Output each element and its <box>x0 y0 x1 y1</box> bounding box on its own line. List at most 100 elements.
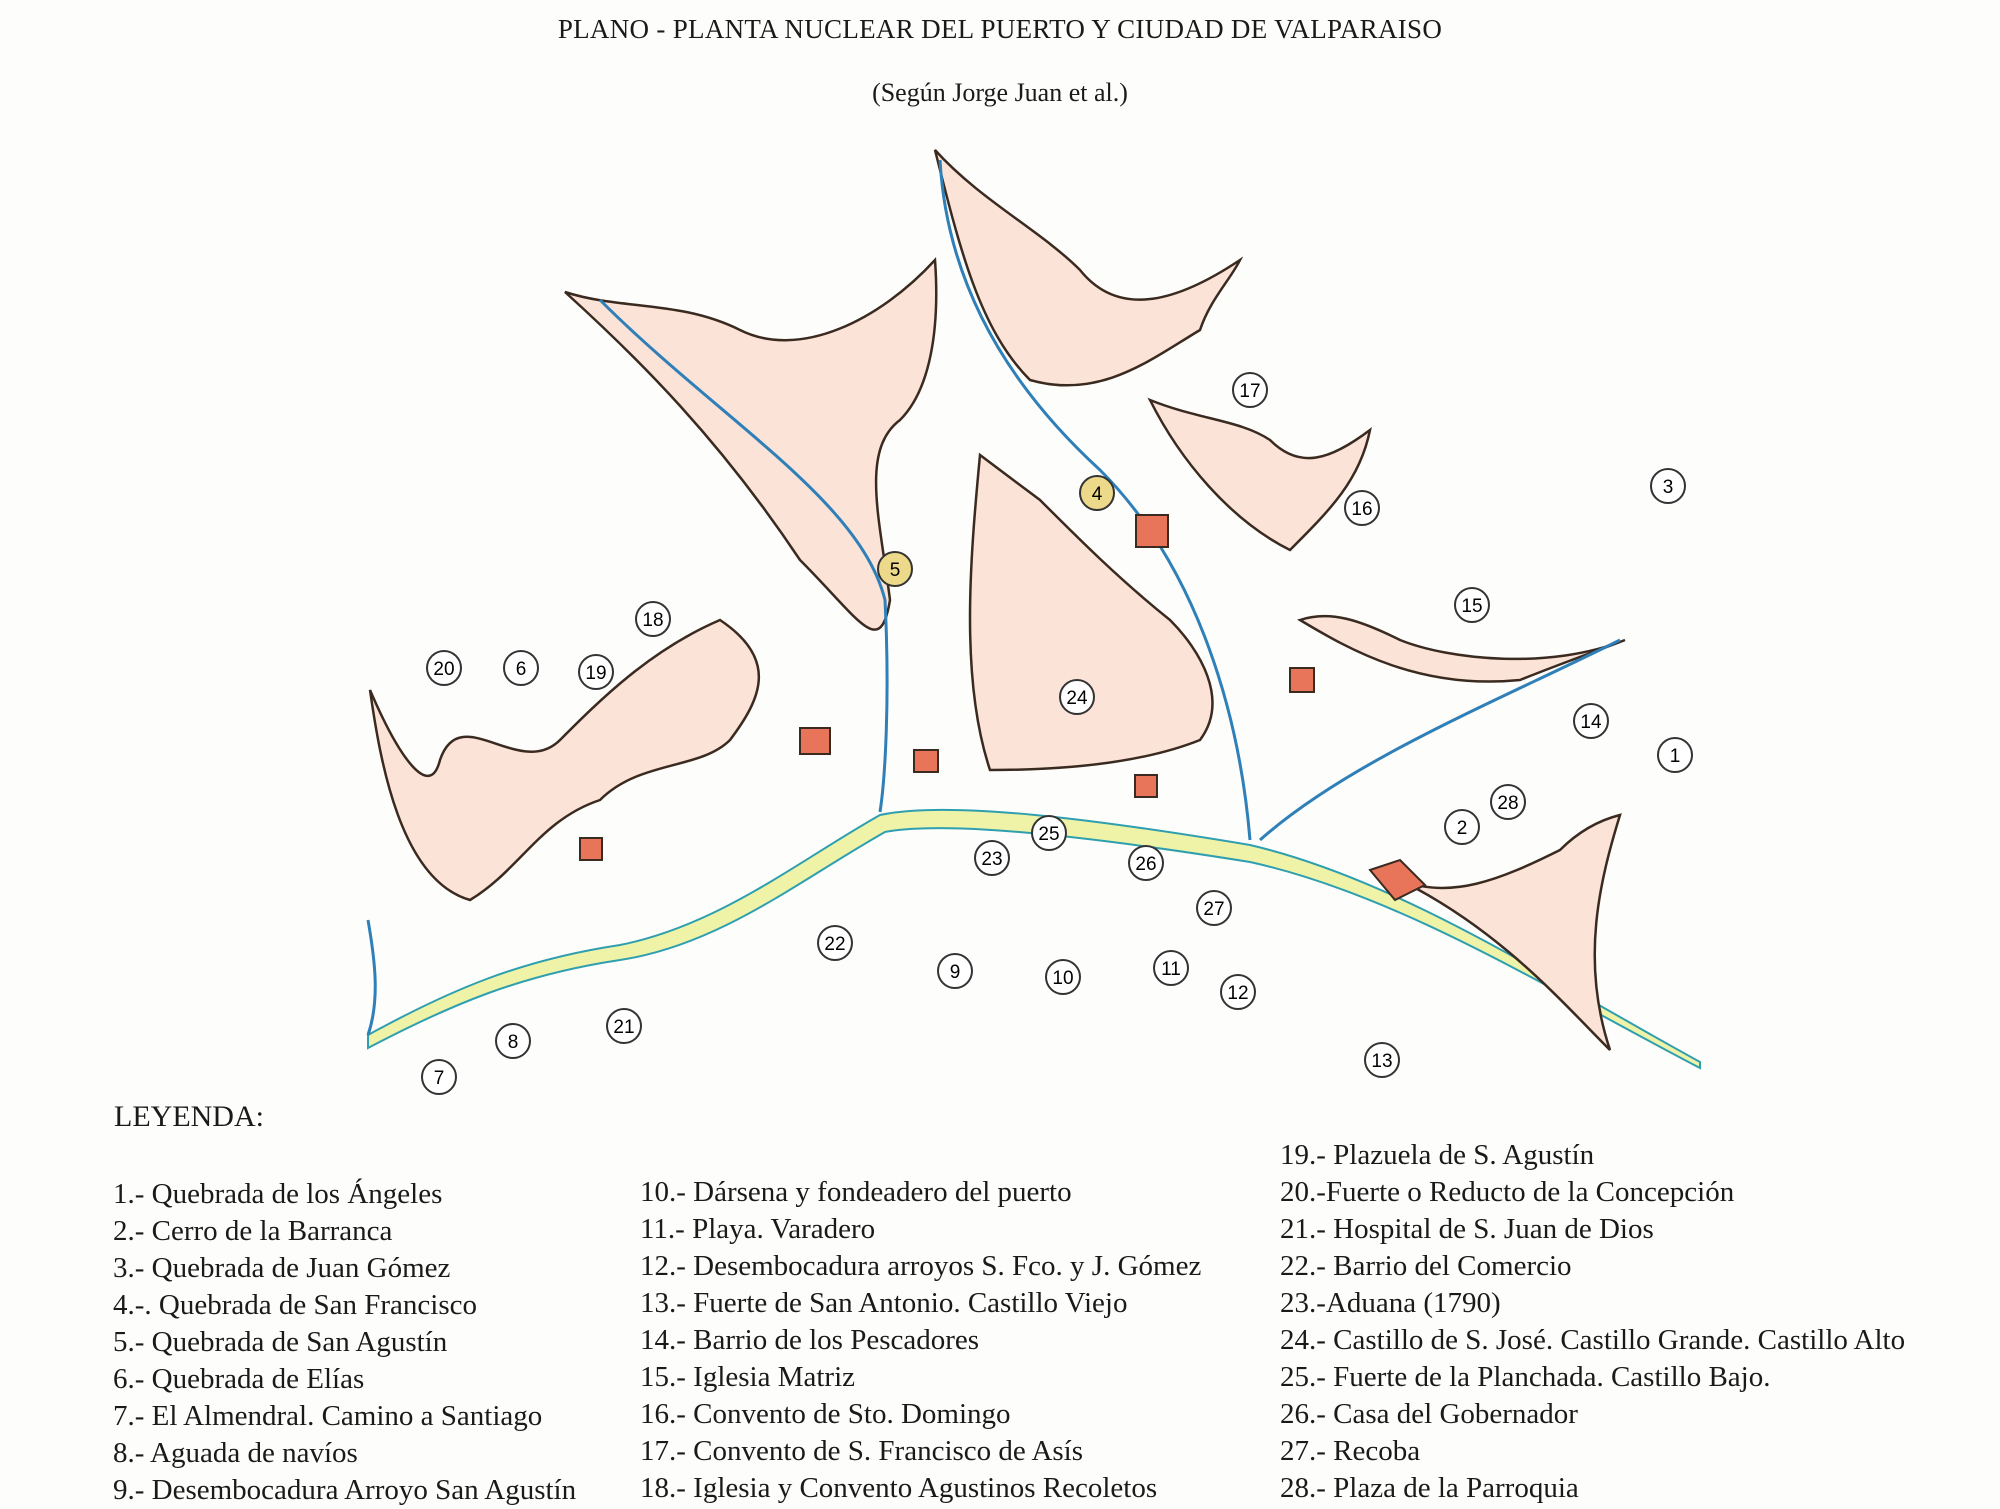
marker-circle <box>1153 950 1189 986</box>
legend-item: 24.- Castillo de S. José. Castillo Grand… <box>1280 1324 1906 1356</box>
marker-circle <box>937 953 973 989</box>
map-marker-1: 1 <box>1657 737 1693 773</box>
legend-item: 28.- Plaza de la Parroquia <box>1280 1472 1579 1504</box>
map-marker-6: 6 <box>503 650 539 686</box>
marker-label: 13 <box>1371 1051 1392 1072</box>
marker-circle <box>1650 468 1686 504</box>
marker-label: 19 <box>585 663 606 684</box>
marker-circle <box>1045 959 1081 995</box>
legend-item: 13.- Fuerte de San Antonio. Castillo Vie… <box>640 1287 1128 1319</box>
buildings <box>579 514 1427 902</box>
marker-label: 23 <box>981 849 1002 870</box>
marker-label: 26 <box>1135 854 1156 875</box>
map-marker-18: 18 <box>635 601 671 637</box>
hills <box>368 149 1626 1051</box>
map-marker-25: 25 <box>1031 815 1067 851</box>
marker-circle <box>1031 815 1067 851</box>
marker-label: 20 <box>433 659 454 680</box>
marker-circle <box>635 601 671 637</box>
legend-item: 25.- Fuerte de la Planchada. Castillo Ba… <box>1280 1361 1771 1393</box>
map-marker-24: 24 <box>1059 679 1095 715</box>
marker-label: 28 <box>1497 793 1518 814</box>
marker-circle <box>1444 809 1480 845</box>
legend-item: 11.- Playa. Varadero <box>640 1213 876 1245</box>
marker-circle <box>426 650 462 686</box>
marker-label: 14 <box>1580 712 1602 733</box>
map-marker-13: 13 <box>1364 1042 1400 1078</box>
legend-item: 8.- Aguada de navíos <box>113 1437 358 1469</box>
map-marker-7: 7 <box>421 1059 457 1095</box>
marker-circle <box>578 654 614 690</box>
legend-item: 5.- Quebrada de San Agustín <box>113 1326 448 1358</box>
legend-item: 3.- Quebrada de Juan Gómez <box>113 1252 451 1284</box>
marker-label: 27 <box>1203 899 1224 920</box>
marker-label: 6 <box>516 659 527 680</box>
map-marker-20: 20 <box>426 650 462 686</box>
legend-item: 27.- Recoba <box>1280 1435 1421 1467</box>
legend-item: 9.- Desembocadura Arroyo San Agustín <box>113 1474 577 1506</box>
marker-label: 17 <box>1239 381 1260 402</box>
map-marker-4: 4 <box>1079 475 1115 511</box>
marker-label: 3 <box>1663 477 1674 498</box>
marker-circle <box>1364 1042 1400 1078</box>
marker-label: 8 <box>508 1032 519 1053</box>
map-subtitle: (Según Jorge Juan et al.) <box>872 78 1128 107</box>
map-marker-26: 26 <box>1128 845 1164 881</box>
marker-circle <box>421 1059 457 1095</box>
hill-west <box>368 618 761 902</box>
map-marker-9: 9 <box>937 953 973 989</box>
marker-circle <box>1232 372 1268 408</box>
legend-item: 14.- Barrio de los Pescadores <box>640 1324 980 1356</box>
river-almendral <box>366 919 377 1036</box>
legend-item: 15.- Iglesia Matriz <box>640 1361 856 1393</box>
marker-circle <box>1490 784 1526 820</box>
legend-item: 23.-Aduana (1790) <box>1280 1287 1501 1319</box>
hill-southeast <box>1399 813 1622 1051</box>
legend-item: 16.- Convento de Sto. Domingo <box>640 1398 1011 1430</box>
river-san-agustin <box>598 298 889 813</box>
legend-item: 12.- Desembocadura arroyos S. Fco. y J. … <box>640 1250 1202 1282</box>
river-juan-gomez <box>1259 638 1621 842</box>
map-marker-28: 28 <box>1490 784 1526 820</box>
map-marker-8: 8 <box>495 1023 531 1059</box>
legend-item: 7.- El Almendral. Camino a Santiago <box>113 1400 543 1432</box>
beach-strip <box>367 808 1701 1070</box>
map-title: PLANO - PLANTA NUCLEAR DEL PUERTO Y CIUD… <box>557 14 1443 44</box>
marker-circle <box>1454 587 1490 623</box>
marker-circle <box>1573 703 1609 739</box>
hill-northeast <box>1147 397 1372 552</box>
marker-circle <box>1059 679 1095 715</box>
rivers <box>366 159 1621 1036</box>
legend-item: 26.- Casa del Gobernador <box>1280 1398 1578 1430</box>
legend-item: 2.- Cerro de la Barranca <box>113 1215 393 1247</box>
marker-label: 15 <box>1461 596 1482 617</box>
marker-label: 21 <box>613 1017 634 1038</box>
marker-label: 24 <box>1066 688 1088 709</box>
marker-label: 12 <box>1227 983 1248 1004</box>
map-marker-2: 2 <box>1444 809 1480 845</box>
marker-label: 4 <box>1092 484 1103 505</box>
map-marker-19: 19 <box>578 654 614 690</box>
marker-circle <box>495 1023 531 1059</box>
hill-castle <box>968 452 1214 772</box>
marker-circle <box>1657 737 1693 773</box>
map-marker-21: 21 <box>606 1008 642 1044</box>
map-marker-15: 15 <box>1454 587 1490 623</box>
map-marker-3: 3 <box>1650 468 1686 504</box>
marker-circle <box>1220 974 1256 1010</box>
legend-item: 6.- Quebrada de Elías <box>113 1363 365 1395</box>
map-marker-12: 12 <box>1220 974 1256 1010</box>
marker-circle <box>1079 475 1115 511</box>
legend-item: 20.-Fuerte o Reducto de la Concepción <box>1280 1176 1735 1208</box>
marker-circle <box>1128 845 1164 881</box>
marker-label: 16 <box>1351 499 1372 520</box>
marker-label: 22 <box>824 934 845 955</box>
map-marker-14: 14 <box>1573 703 1609 739</box>
marker-circle <box>817 925 853 961</box>
marker-label: 9 <box>950 962 961 983</box>
map-marker-10: 10 <box>1045 959 1081 995</box>
marker-circle <box>503 650 539 686</box>
